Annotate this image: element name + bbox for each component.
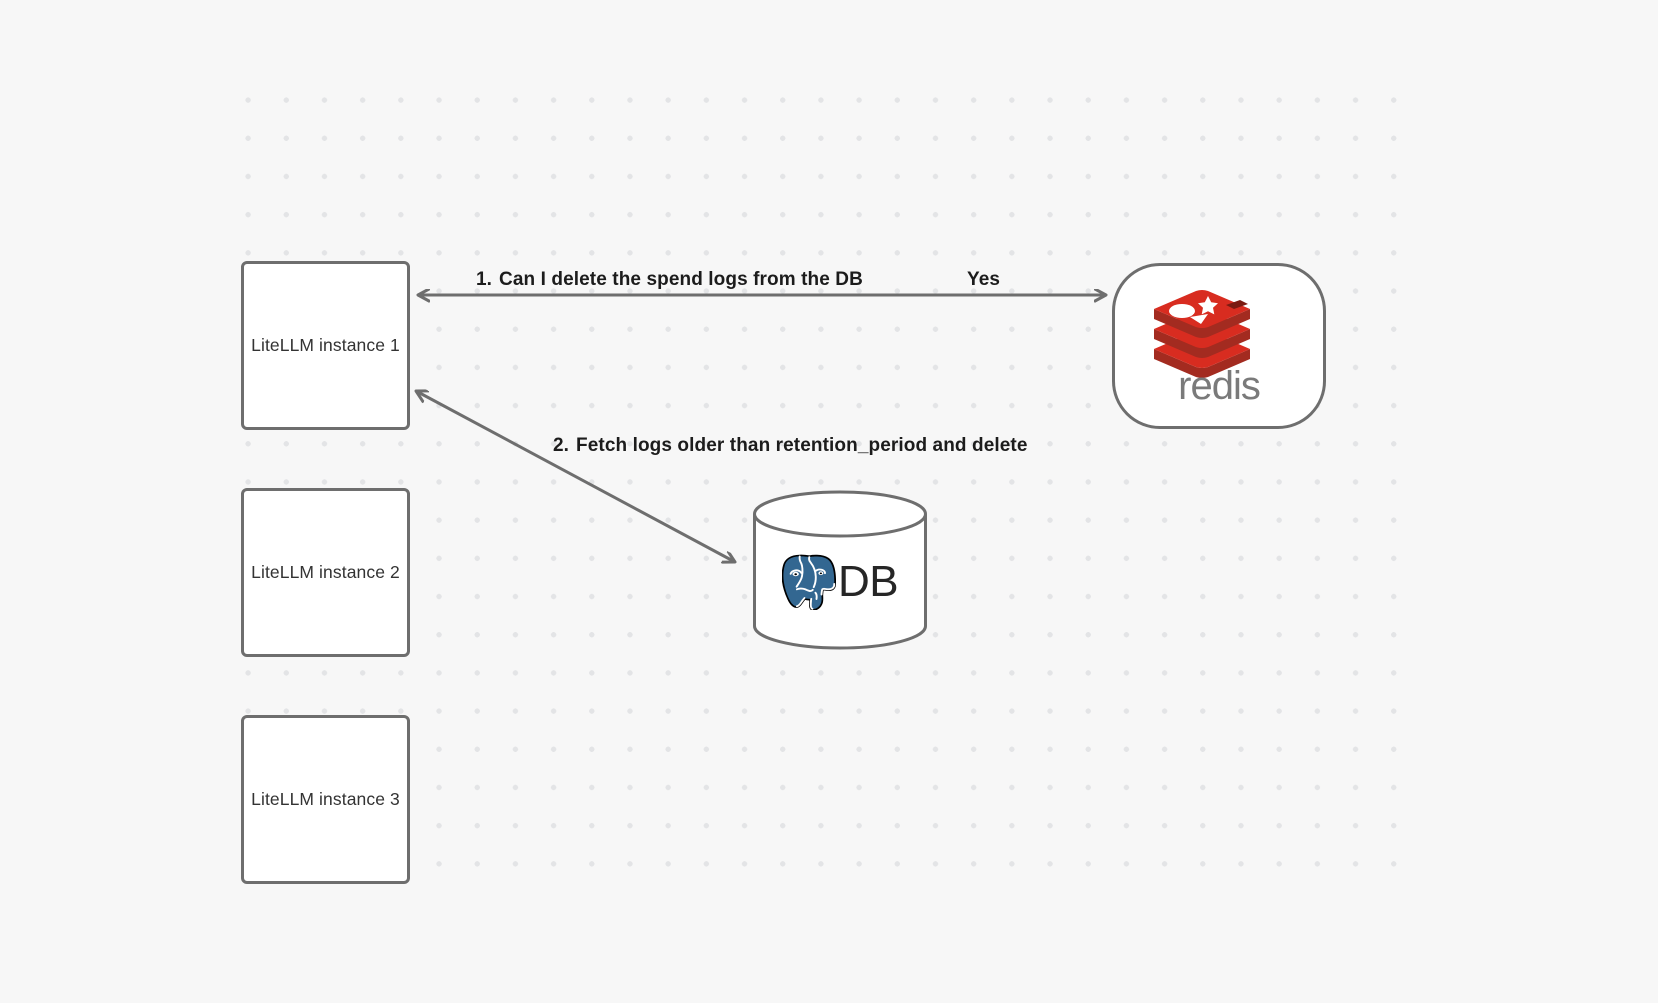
node-litellm-instance-3-label: LiteLLM instance 3 <box>251 789 400 809</box>
redis-logo: redis <box>1154 290 1261 405</box>
edge-label-step-2: 2. Fetch logs older than retention_period… <box>553 435 1028 457</box>
edge-litellm1-db <box>416 391 735 562</box>
database-label: DB <box>837 557 899 606</box>
node-litellm-instance-1-label: LiteLLM instance 1 <box>251 335 400 355</box>
database-content: DB <box>752 532 928 632</box>
edge-label-step-2-text: Fetch logs older than retention_period a… <box>576 435 1028 456</box>
node-litellm-instance-2[interactable]: LiteLLM instance 2 <box>241 488 410 657</box>
edge-label-step-2-number: 2. <box>553 435 570 456</box>
edge-label-yes: Yes <box>967 269 1001 290</box>
node-litellm-instance-3[interactable]: LiteLLM instance 3 <box>241 715 410 884</box>
edge-label-step-1-number: 1. <box>476 269 493 290</box>
edge-label-step-1: 1. Can I delete the spend logs from the D… <box>476 269 863 291</box>
node-redis[interactable]: redis <box>1112 263 1326 429</box>
node-database[interactable]: DB <box>752 490 928 650</box>
node-litellm-instance-2-label: LiteLLM instance 2 <box>251 562 400 582</box>
svg-text:redis: redis <box>1178 364 1260 405</box>
database-cylinder-shape <box>753 490 927 650</box>
node-litellm-instance-1[interactable]: LiteLLM instance 1 <box>241 261 410 430</box>
postgresql-elephant-icon <box>781 554 836 610</box>
edge-label-step-1-text: Can I delete the spend logs from the DB <box>499 269 863 290</box>
